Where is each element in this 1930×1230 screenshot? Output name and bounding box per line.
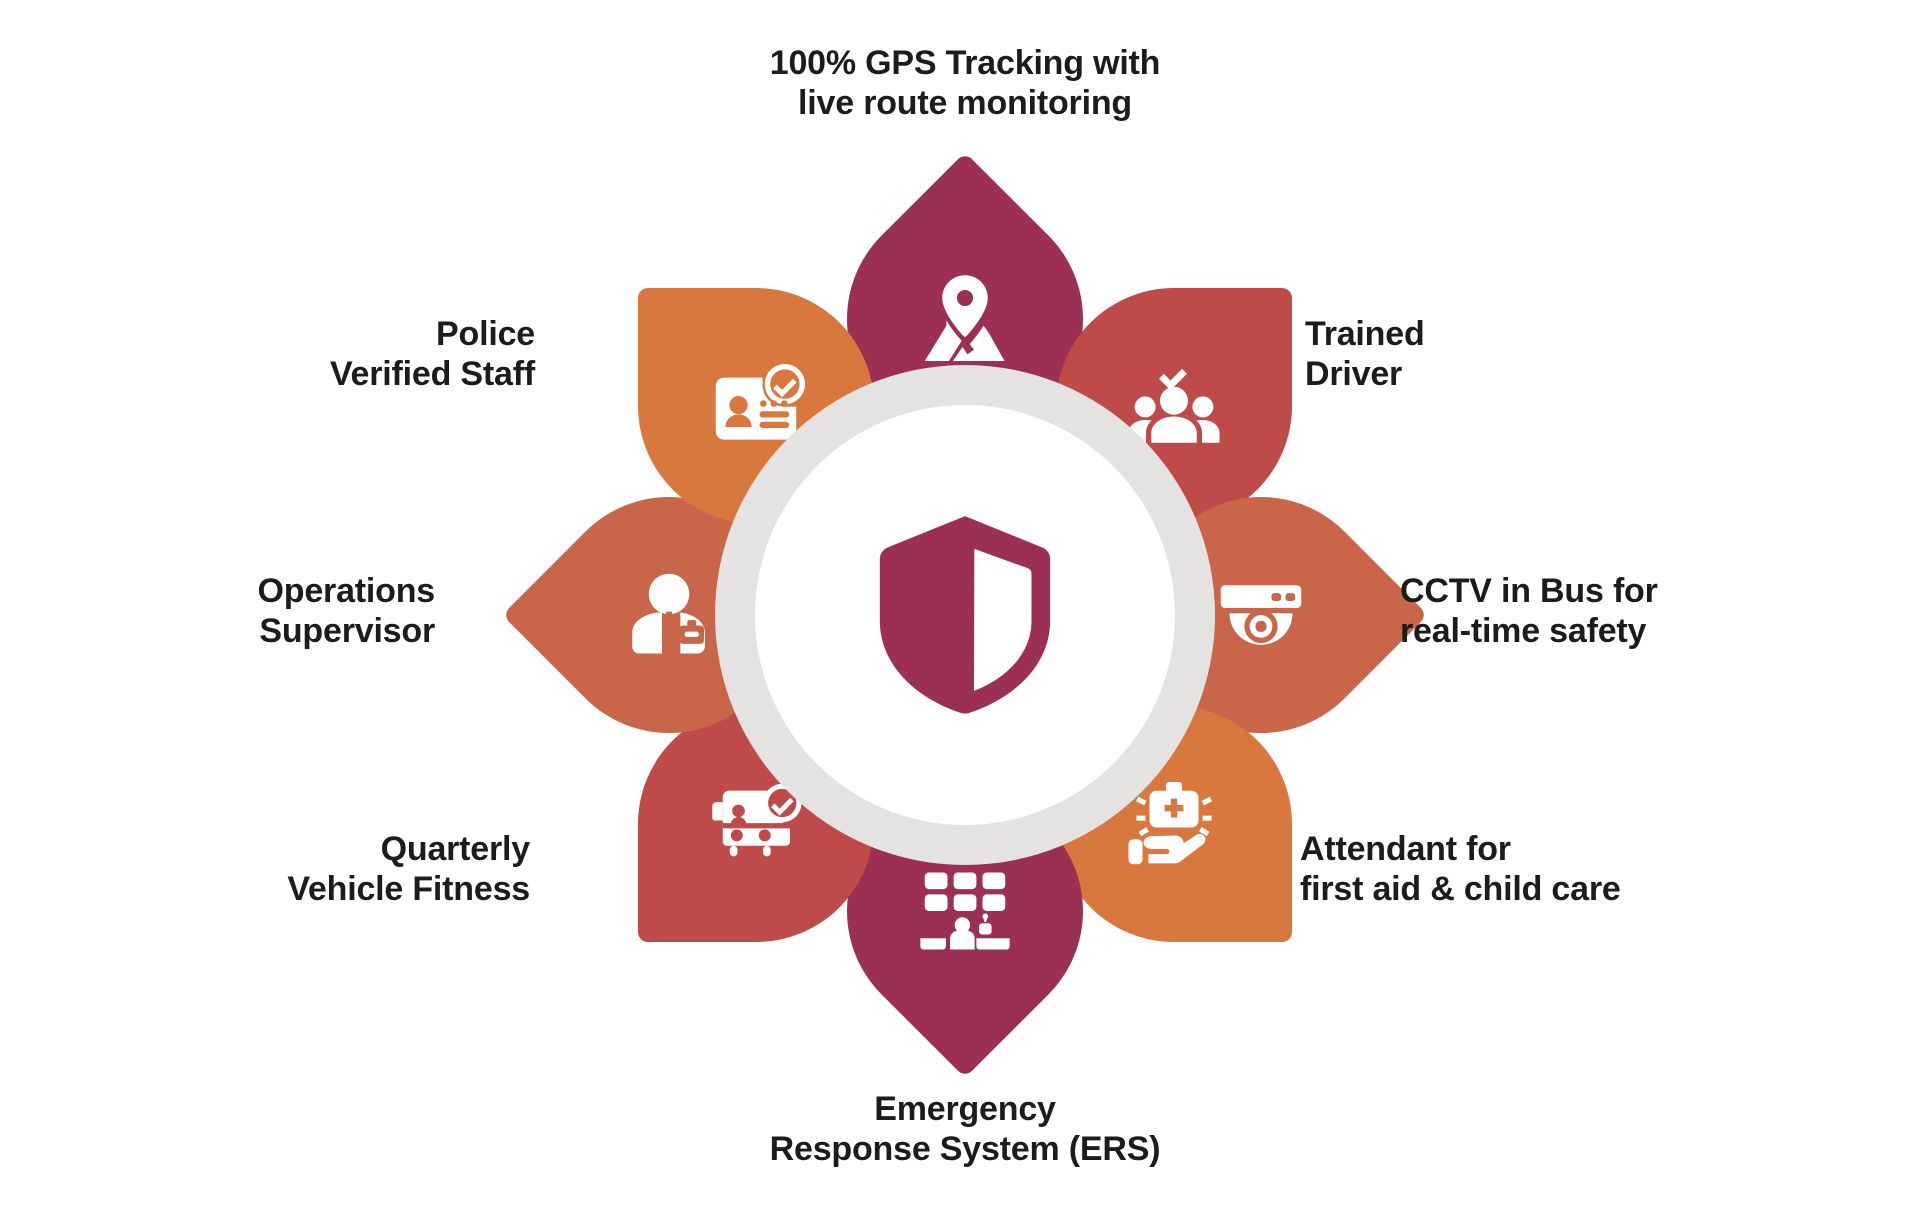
label-operations-supervisor: Operations Supervisor <box>257 572 436 650</box>
label-quarterly-vehicle-fitness: Quarterly Vehicle Fitness <box>287 830 530 908</box>
label-trained-driver: Trained Driver <box>1305 315 1425 393</box>
label-police-verified-staff: Police Verified Staff <box>329 315 535 393</box>
label-attendant-first-aid: Attendant for first aid & child care <box>1300 830 1621 908</box>
supervisor-badge-icon <box>610 556 728 674</box>
label-cctv-in-bus: CCTV in Bus for real-time safety <box>1400 572 1658 650</box>
emergency-control-room-icon <box>906 852 1024 970</box>
center-hub-core <box>755 405 1175 825</box>
label-gps-tracking: 100% GPS Tracking with live route monito… <box>769 44 1161 122</box>
map-location-pin-icon <box>906 260 1024 378</box>
cctv-dome-camera-icon <box>1202 556 1320 674</box>
shield-icon <box>879 516 1051 714</box>
label-emergency-response-system: Emergency Response System (ERS) <box>769 1090 1161 1168</box>
